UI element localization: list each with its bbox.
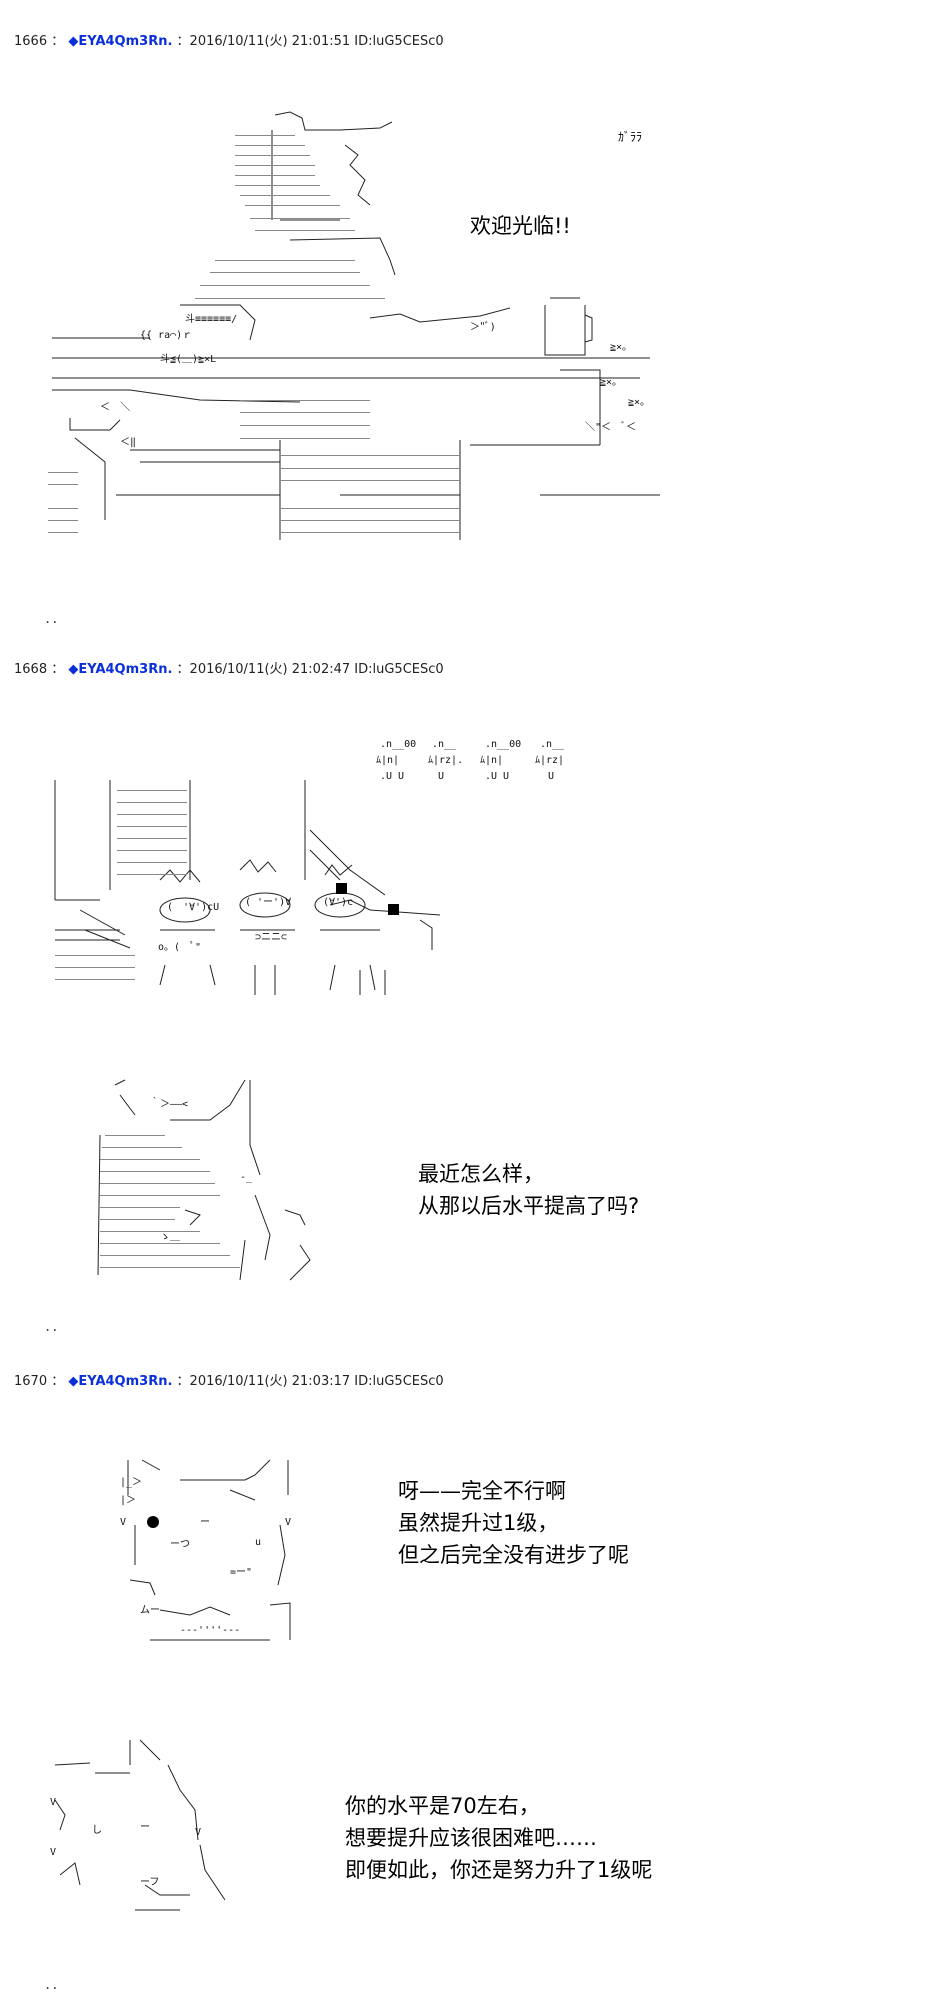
svg-text:.U U: .U U [485, 771, 509, 782]
speech-line: 想要提升应该很困难吧…… [345, 1826, 597, 1850]
sound-effect-text: ｶﾞﾗﾗ [618, 130, 643, 144]
speech-line: 呀——完全不行啊 [398, 1479, 566, 1503]
poster-name[interactable]: EYA4Qm3Rn. [78, 662, 173, 677]
svg-text:ムー: ムー [140, 1604, 160, 1616]
speech-line: 虽然提升过1级， [398, 1511, 559, 1535]
svg-text:ﾑ|rz|: ﾑ|rz| [535, 755, 564, 766]
svg-text:ﾑ|n|: ﾑ|n| [376, 755, 399, 766]
svg-text:( 'ー')∀: ( 'ー')∀ [245, 897, 291, 908]
svg-text:V: V [285, 1517, 291, 1528]
svg-text:ーつ: ーつ [170, 1539, 190, 1550]
svg-text:V: V [50, 1847, 56, 1858]
speech-line: 最近怎么样， [418, 1162, 544, 1186]
svg-text:≧×。: ≧×。 [600, 377, 622, 388]
speech-line: 你的水平是70左右， [345, 1794, 540, 1818]
speech-not-good: 呀——完全不行啊 虽然提升过1级， 但之后完全没有进步了呢 [398, 1475, 629, 1571]
svg-text:( '∀')cU: ( '∀')cU [167, 902, 219, 913]
svg-text:⊃ニニ⊂: ⊃ニニ⊂ [255, 932, 287, 943]
svg-text:ー: ー [200, 1517, 210, 1528]
ascii-art-cat-winking: |_＞ |＞ V ー V ーつ u =ー" ムー ‐‐‐''''‐‐‐ [120, 1459, 291, 1641]
svg-text:≧×。: ≧×。 [610, 342, 632, 353]
svg-text:u: u [255, 1537, 261, 1548]
trip-diamond-icon: ◆ [68, 1374, 79, 1389]
post-datetime: ：2016/10/11(火) 21:01:51 ID:luG5CESc0 [176, 34, 444, 49]
svg-text:U: U [438, 771, 444, 782]
svg-text:.n__: .n__ [432, 739, 457, 750]
svg-text:o。( ﾟ": o。( ﾟ" [158, 941, 201, 953]
speech-line: 从那以后水平提高了吗? [418, 1194, 640, 1218]
trailing-dots: .. [44, 1978, 59, 1992]
speech-line: 即便如此，你还是努力升了1级呢 [345, 1858, 653, 1882]
svg-text:|＞: |＞ [120, 1495, 136, 1506]
svg-text:ー: ー [140, 1822, 150, 1833]
svg-text:斗≡≡≡≡≡≡/: 斗≡≡≡≡≡≡/ [185, 313, 237, 325]
speech-level-seventy: 你的水平是70左右， 想要提升应该很困难吧…… 即便如此，你还是努力升了1级呢 [345, 1790, 652, 1886]
ascii-art-three-cats: ( '∀')cU ( 'ー')∀ (∀')c o。( ﾟ" ⊃ニニ⊂ [54, 780, 441, 995]
svg-text:-_: -_ [240, 1172, 253, 1183]
svg-text:(∀')c: (∀')c [323, 897, 353, 908]
svg-text:＼"＜ ﾞ＜: ＼"＜ ﾞ＜ [585, 421, 636, 433]
svg-text:＜ ＼: ＜ ＼ [100, 401, 130, 413]
poster-name[interactable]: EYA4Qm3Rn. [78, 34, 173, 49]
post-datetime: ：2016/10/11(火) 21:03:17 ID:luG5CESc0 [176, 1374, 444, 1389]
svg-text:ーフ: ーフ [140, 1877, 159, 1888]
svg-text:‐‐‐''''‐‐‐: ‐‐‐''''‐‐‐ [180, 1625, 240, 1636]
ascii-art-cat-outline: V し ー V V ーフ [50, 1739, 226, 1911]
post-separator: ： [51, 1374, 65, 1389]
svg-text:V: V [120, 1517, 126, 1528]
svg-text:.n__: .n__ [540, 739, 565, 750]
svg-text:V: V [50, 1797, 56, 1808]
svg-text:V: V [195, 1827, 201, 1838]
svg-text:ゝ＿: ゝ＿ [160, 1232, 180, 1243]
post-number: 1666 [14, 34, 48, 49]
svg-text:ﾑ|rz|.: ﾑ|rz|. [428, 755, 463, 766]
trip-diamond-icon: ◆ [68, 34, 79, 49]
trailing-dots: .. [44, 612, 59, 626]
trip-diamond-icon: ◆ [68, 662, 79, 677]
svg-text:｀＞――<: ｀＞――< [150, 1096, 188, 1110]
svg-text:≧×。: ≧×。 [628, 397, 650, 408]
svg-text:.n__00: .n__00 [380, 739, 416, 750]
svg-text:し: し [92, 1824, 102, 1836]
speech-line: 但之后完全没有进步了呢 [398, 1543, 629, 1567]
svg-text:ﾑ|n|: ﾑ|n| [480, 755, 503, 766]
speech-welcome: 欢迎光临!! [470, 214, 571, 238]
post-separator: ： [51, 662, 65, 677]
post-number: 1670 [14, 1374, 48, 1389]
svg-text:.n__00: .n__00 [485, 739, 521, 750]
svg-text:{{ ra⌒)ｒ: {{ ra⌒)ｒ [140, 330, 192, 341]
svg-text:＜‖: ＜‖ [120, 437, 136, 448]
ascii-art-small-creatures: .n__00 .n__ .n__00 .n__ ﾑ|n| ﾑ|rz|. ﾑ|n| ﾑ|rz|… [376, 739, 565, 782]
svg-text:|_＞: |_＞ [120, 1477, 142, 1488]
post-header-1668: 1668 ： ◆EYA4Qm3Rn. ：2016/10/11(火) 21:02:… [14, 658, 444, 677]
post-header-1666: 1666 ： ◆EYA4Qm3Rn. ：2016/10/11(火) 21:01:… [14, 30, 444, 49]
svg-text:=ー": =ー" [230, 1567, 252, 1578]
trailing-dots: .. [44, 1320, 59, 1334]
poster-name[interactable]: EYA4Qm3Rn. [78, 1374, 173, 1389]
speech-how-are-you: 最近怎么样， 从那以后水平提高了吗? [418, 1158, 639, 1222]
svg-text:.U U: .U U [380, 771, 404, 782]
svg-text:U: U [548, 771, 554, 782]
post-header-1670: 1670 ： ◆EYA4Qm3Rn. ：2016/10/11(火) 21:03:… [14, 1370, 444, 1389]
post-separator: ： [51, 34, 65, 49]
svg-text:斗≦(＿)≧×L: 斗≦(＿)≧×L [160, 353, 216, 365]
post-number: 1668 [14, 662, 48, 677]
post-datetime: ：2016/10/11(火) 21:02:47 ID:luG5CESc0 [176, 662, 444, 677]
svg-text:＞"ﾞ): ＞"ﾞ) [470, 321, 496, 333]
ascii-art-shop-counter: 斗≡≡≡≡≡≡/ {{ ra⌒)ｒ 斗≦(＿)≧×L ＞"ﾞ) ≧×。 ≧×。 … [48, 111, 660, 540]
ascii-art-big-cat: ｀＞――< -_ ゝ＿ [97, 1079, 311, 1281]
